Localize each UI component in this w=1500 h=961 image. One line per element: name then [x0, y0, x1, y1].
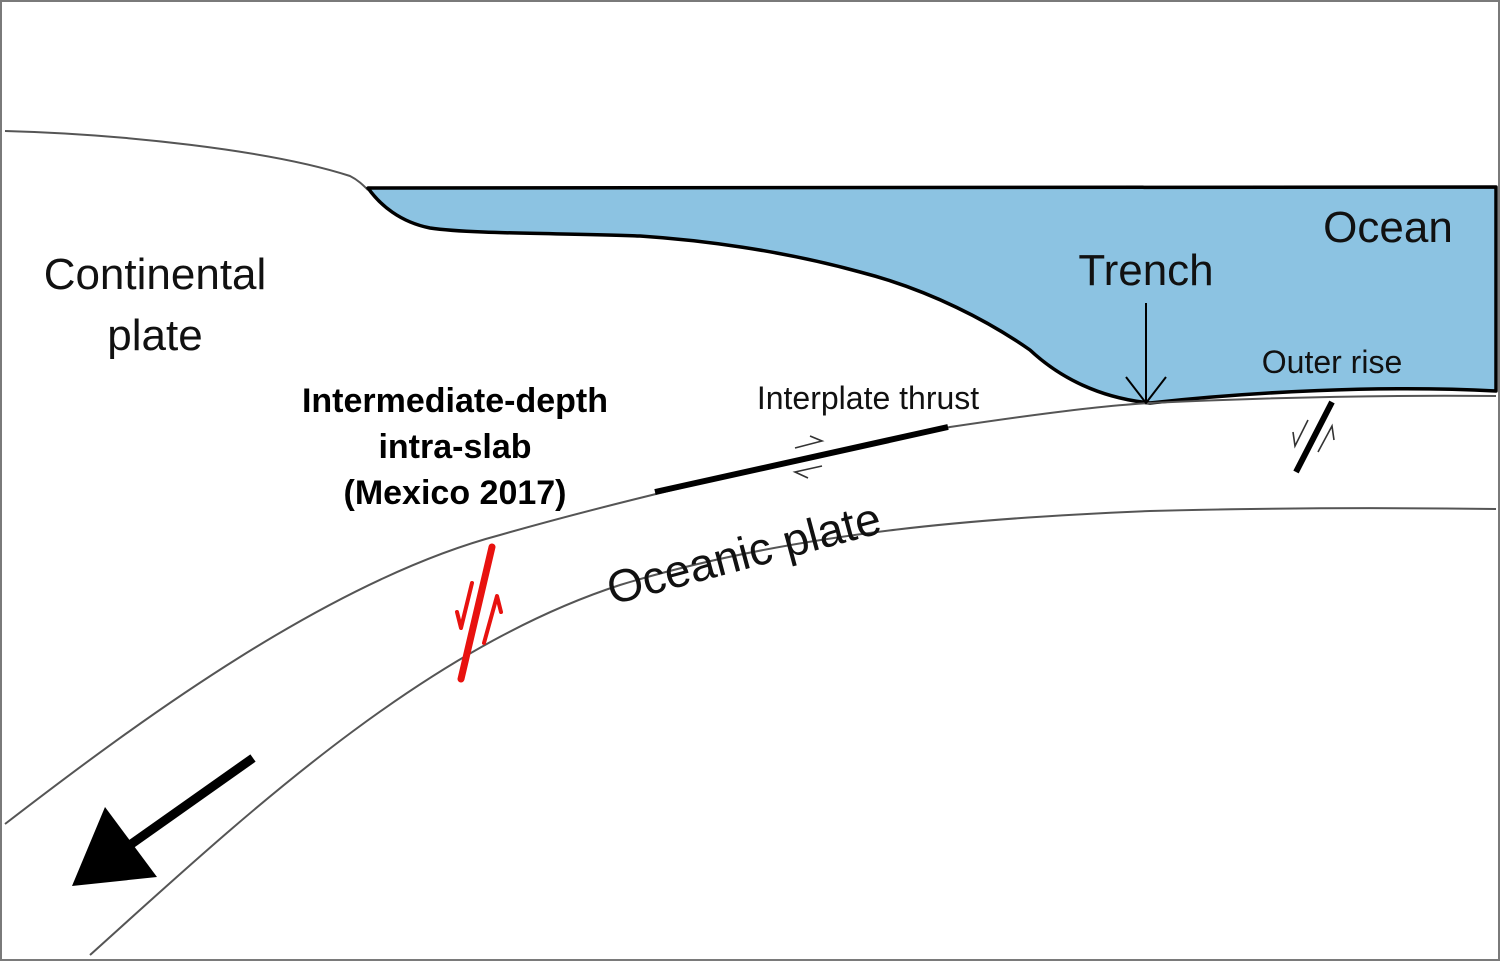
intraslab-label-line2: intra-slab: [378, 428, 531, 466]
interplate-thrust-label: Interplate thrust: [757, 380, 979, 416]
ocean-label: Ocean: [1323, 203, 1453, 252]
outer-rise-slip-arrows: [1292, 419, 1335, 453]
intraslab-fault: [457, 543, 496, 683]
continental-label-line2: plate: [107, 311, 202, 360]
intraslab-label-line1: Intermediate-depth: [302, 382, 608, 420]
slab-bottom-line: [89, 507, 1497, 956]
continental-surface-line: [4, 130, 369, 191]
intraslab-label-line3: (Mexico 2017): [344, 474, 567, 512]
ocean-water: [366, 185, 1498, 405]
trench-label: Trench: [1078, 246, 1213, 295]
oceanic-plate-label: Oceanic plate: [601, 492, 886, 615]
interplate-thrust-fault: [654, 424, 949, 495]
outer-rise-label: Outer rise: [1262, 344, 1402, 380]
slab-top-line: [4, 394, 1497, 825]
intraslab-slip-arrows: [455, 581, 503, 645]
continental-label-line1: Continental: [44, 250, 267, 299]
interplate-slip-arrows: [792, 435, 825, 479]
outer-rise-fault: [1293, 400, 1335, 474]
arrow-down-icon: [1125, 303, 1167, 405]
arrow-down-left-icon: [72, 754, 256, 886]
